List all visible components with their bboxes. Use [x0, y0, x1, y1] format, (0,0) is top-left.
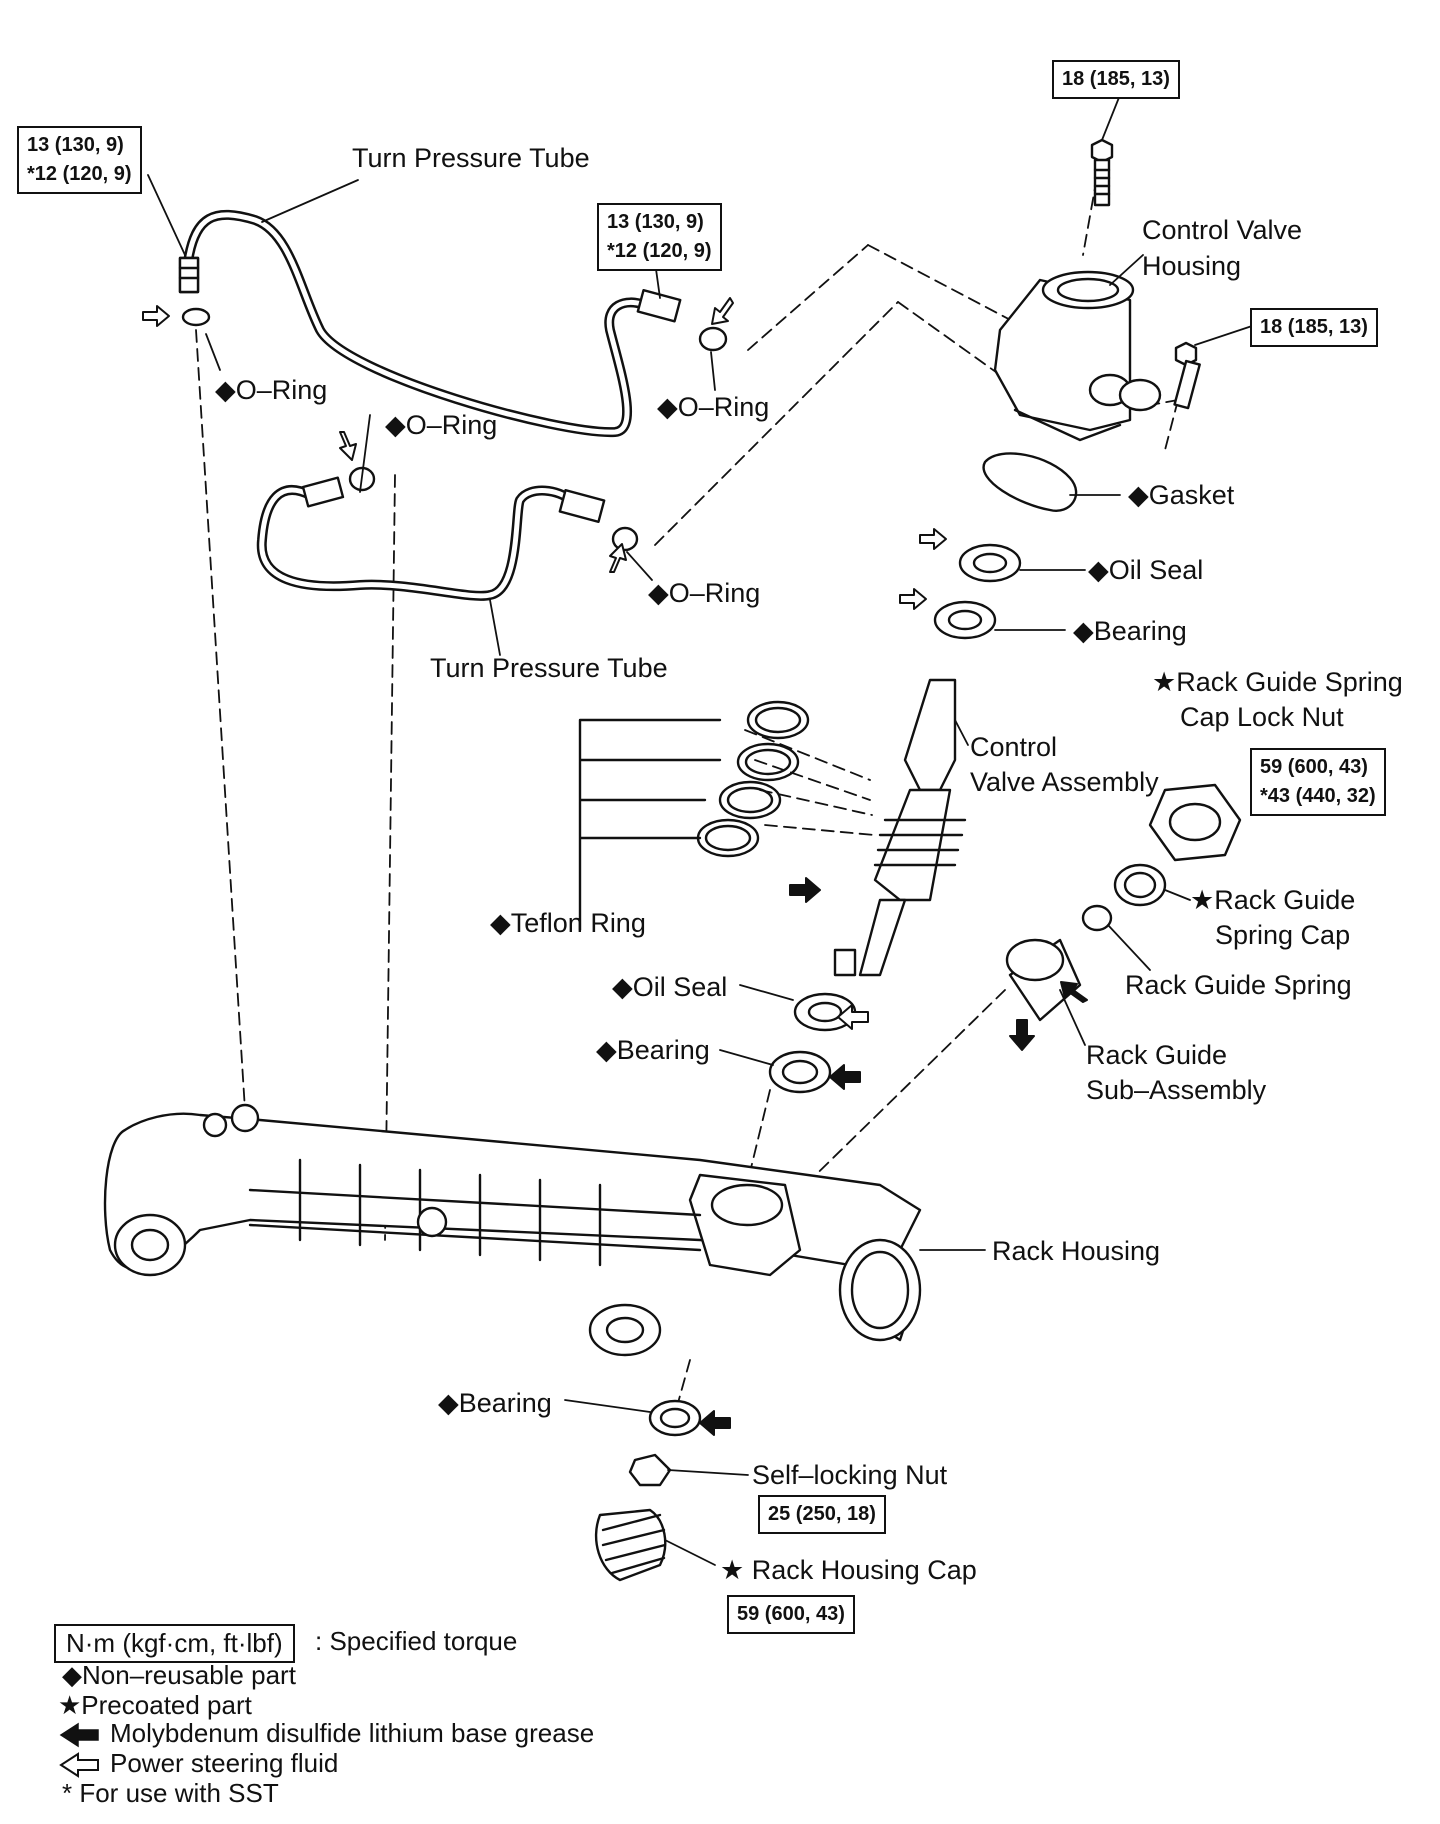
bearing-upper-inner	[947, 609, 983, 631]
label-spring-cap-2: Spring Cap	[1215, 920, 1351, 950]
fitting-left	[178, 256, 200, 294]
legend-unit-desc: : Specified torque	[315, 1626, 518, 1656]
oil-seal-upper-inner	[972, 552, 1008, 574]
label-turn-pressure-tube-top: Turn Pressure Tube	[352, 143, 590, 173]
control-valve-assembly	[833, 678, 967, 977]
gasket	[982, 452, 1078, 512]
torque-value-sst: *43 (440, 32)	[1260, 785, 1376, 807]
oil-seal-lower-inner	[807, 1001, 843, 1023]
o-ring-2	[698, 326, 728, 352]
spring-cap	[1113, 863, 1167, 907]
torque-value: 18 (185, 13)	[1062, 68, 1170, 90]
label-gasket: ◆Gasket	[1128, 480, 1235, 510]
label-bearing-mid: ◆Bearing	[596, 1035, 710, 1065]
teflon-rings	[696, 700, 810, 858]
bearing-upper	[933, 600, 997, 640]
bearing-mid-inner	[781, 1059, 819, 1085]
label-rack-guide-sub-1: Rack Guide	[1086, 1040, 1228, 1070]
torque-value-sst: *12 (120, 9)	[607, 240, 712, 262]
label-rack-housing-cap: ★ Rack Housing Cap	[720, 1555, 977, 1585]
o-ring-4	[611, 526, 639, 552]
label-teflon-ring: ◆Teflon Ring	[490, 908, 646, 938]
grease-arrows	[699, 877, 1088, 1436]
bolt-upper	[1090, 138, 1114, 207]
turn-pressure-tube-lower	[256, 476, 606, 601]
oil-seal-upper	[958, 543, 1022, 583]
label-lock-nut-2: Cap Lock Nut	[1180, 702, 1344, 732]
label-self-locking-nut: Self–locking Nut	[752, 1460, 948, 1490]
label-bearing-lower: ◆Bearing	[438, 1388, 552, 1418]
rack-housing-cap	[594, 1508, 667, 1582]
label-spring-cap-1: ★Rack Guide	[1190, 885, 1356, 915]
label-rack-guide-spring: Rack Guide Spring	[1125, 970, 1352, 1000]
legend-psf: Power steering fluid	[110, 1748, 339, 1778]
label-oil-seal-upper: ◆Oil Seal	[1088, 555, 1204, 585]
label-rack-housing: Rack Housing	[992, 1236, 1161, 1266]
label-control-valve-assembly-2: Valve Assembly	[970, 767, 1159, 797]
lock-nut-inner	[1168, 802, 1222, 842]
label-control-valve-housing-2: Housing	[1142, 251, 1242, 281]
legend-moly: Molybdenum disulfide lithium base grease	[110, 1718, 595, 1748]
label-o-ring-4: ◆O–Ring	[648, 578, 761, 608]
label-o-ring-1: ◆O–Ring	[215, 375, 328, 405]
torque-box-lock-nut: 59 (600, 43) *43 (440, 32)	[1250, 748, 1386, 816]
lock-nut	[1148, 783, 1242, 862]
torque-box-bolt-right: 18 (185, 13)	[1250, 308, 1378, 347]
power-steering-fluid-arrows	[142, 297, 947, 1030]
label-o-ring-3: ◆O–Ring	[385, 410, 498, 440]
bearing-lower-inner	[659, 1407, 691, 1429]
legend-sst: * For use with SST	[62, 1778, 279, 1808]
torque-box-rack-housing-cap: 59 (600, 43)	[727, 1595, 855, 1634]
rack-guide-spring	[1081, 904, 1113, 932]
bearing-lower	[648, 1399, 702, 1437]
label-control-valve-assembly-1: Control	[970, 732, 1058, 762]
legend-unit-box: N·m (kgf·cm, ft·lbf)	[54, 1624, 295, 1663]
o-ring-3	[348, 466, 376, 492]
torque-value: 25 (250, 18)	[768, 1503, 876, 1525]
torque-box-tube-right: 13 (130, 9) *12 (120, 9)	[597, 203, 722, 271]
control-valve-housing	[993, 270, 1162, 442]
legend-non-reusable: ◆Non–reusable part	[62, 1660, 296, 1690]
label-turn-pressure-tube-bottom: Turn Pressure Tube	[430, 653, 668, 683]
label-lock-nut-1: ★Rack Guide Spring	[1152, 667, 1403, 697]
rack-housing	[103, 1103, 922, 1357]
torque-value: 59 (600, 43)	[1260, 756, 1368, 778]
torque-box-bolt-upper: 18 (185, 13)	[1052, 60, 1180, 99]
label-rack-guide-sub-2: Sub–Assembly	[1086, 1075, 1267, 1105]
bolt-right	[1173, 341, 1201, 410]
label-o-ring-2: ◆O–Ring	[657, 392, 770, 422]
torque-value-sst: *12 (120, 9)	[27, 163, 132, 185]
self-locking-nut	[628, 1453, 672, 1487]
torque-box-self-locking-nut: 25 (250, 18)	[758, 1495, 886, 1534]
rack-guide-sub-assembly	[1005, 938, 1082, 1022]
torque-box-tube-left: 13 (130, 9) *12 (120, 9)	[17, 126, 142, 194]
legend-fluid-arrow-icon	[59, 1752, 99, 1778]
o-ring-1	[181, 307, 211, 327]
legend-grease-arrow-icon	[59, 1722, 99, 1748]
torque-value: 18 (185, 13)	[1260, 316, 1368, 338]
torque-value: 59 (600, 43)	[737, 1603, 845, 1625]
torque-value: 13 (130, 9)	[607, 211, 704, 233]
bearing-mid	[768, 1050, 832, 1094]
legend-precoated: ★Precoated part	[58, 1690, 252, 1720]
leader-lines	[147, 94, 1256, 1566]
label-bearing-upper: ◆Bearing	[1073, 616, 1187, 646]
label-control-valve-housing-1: Control Valve	[1142, 215, 1303, 245]
teflon-bracket	[578, 718, 722, 932]
label-oil-seal-lower: ◆Oil Seal	[612, 972, 728, 1002]
torque-value: 13 (130, 9)	[27, 134, 124, 156]
